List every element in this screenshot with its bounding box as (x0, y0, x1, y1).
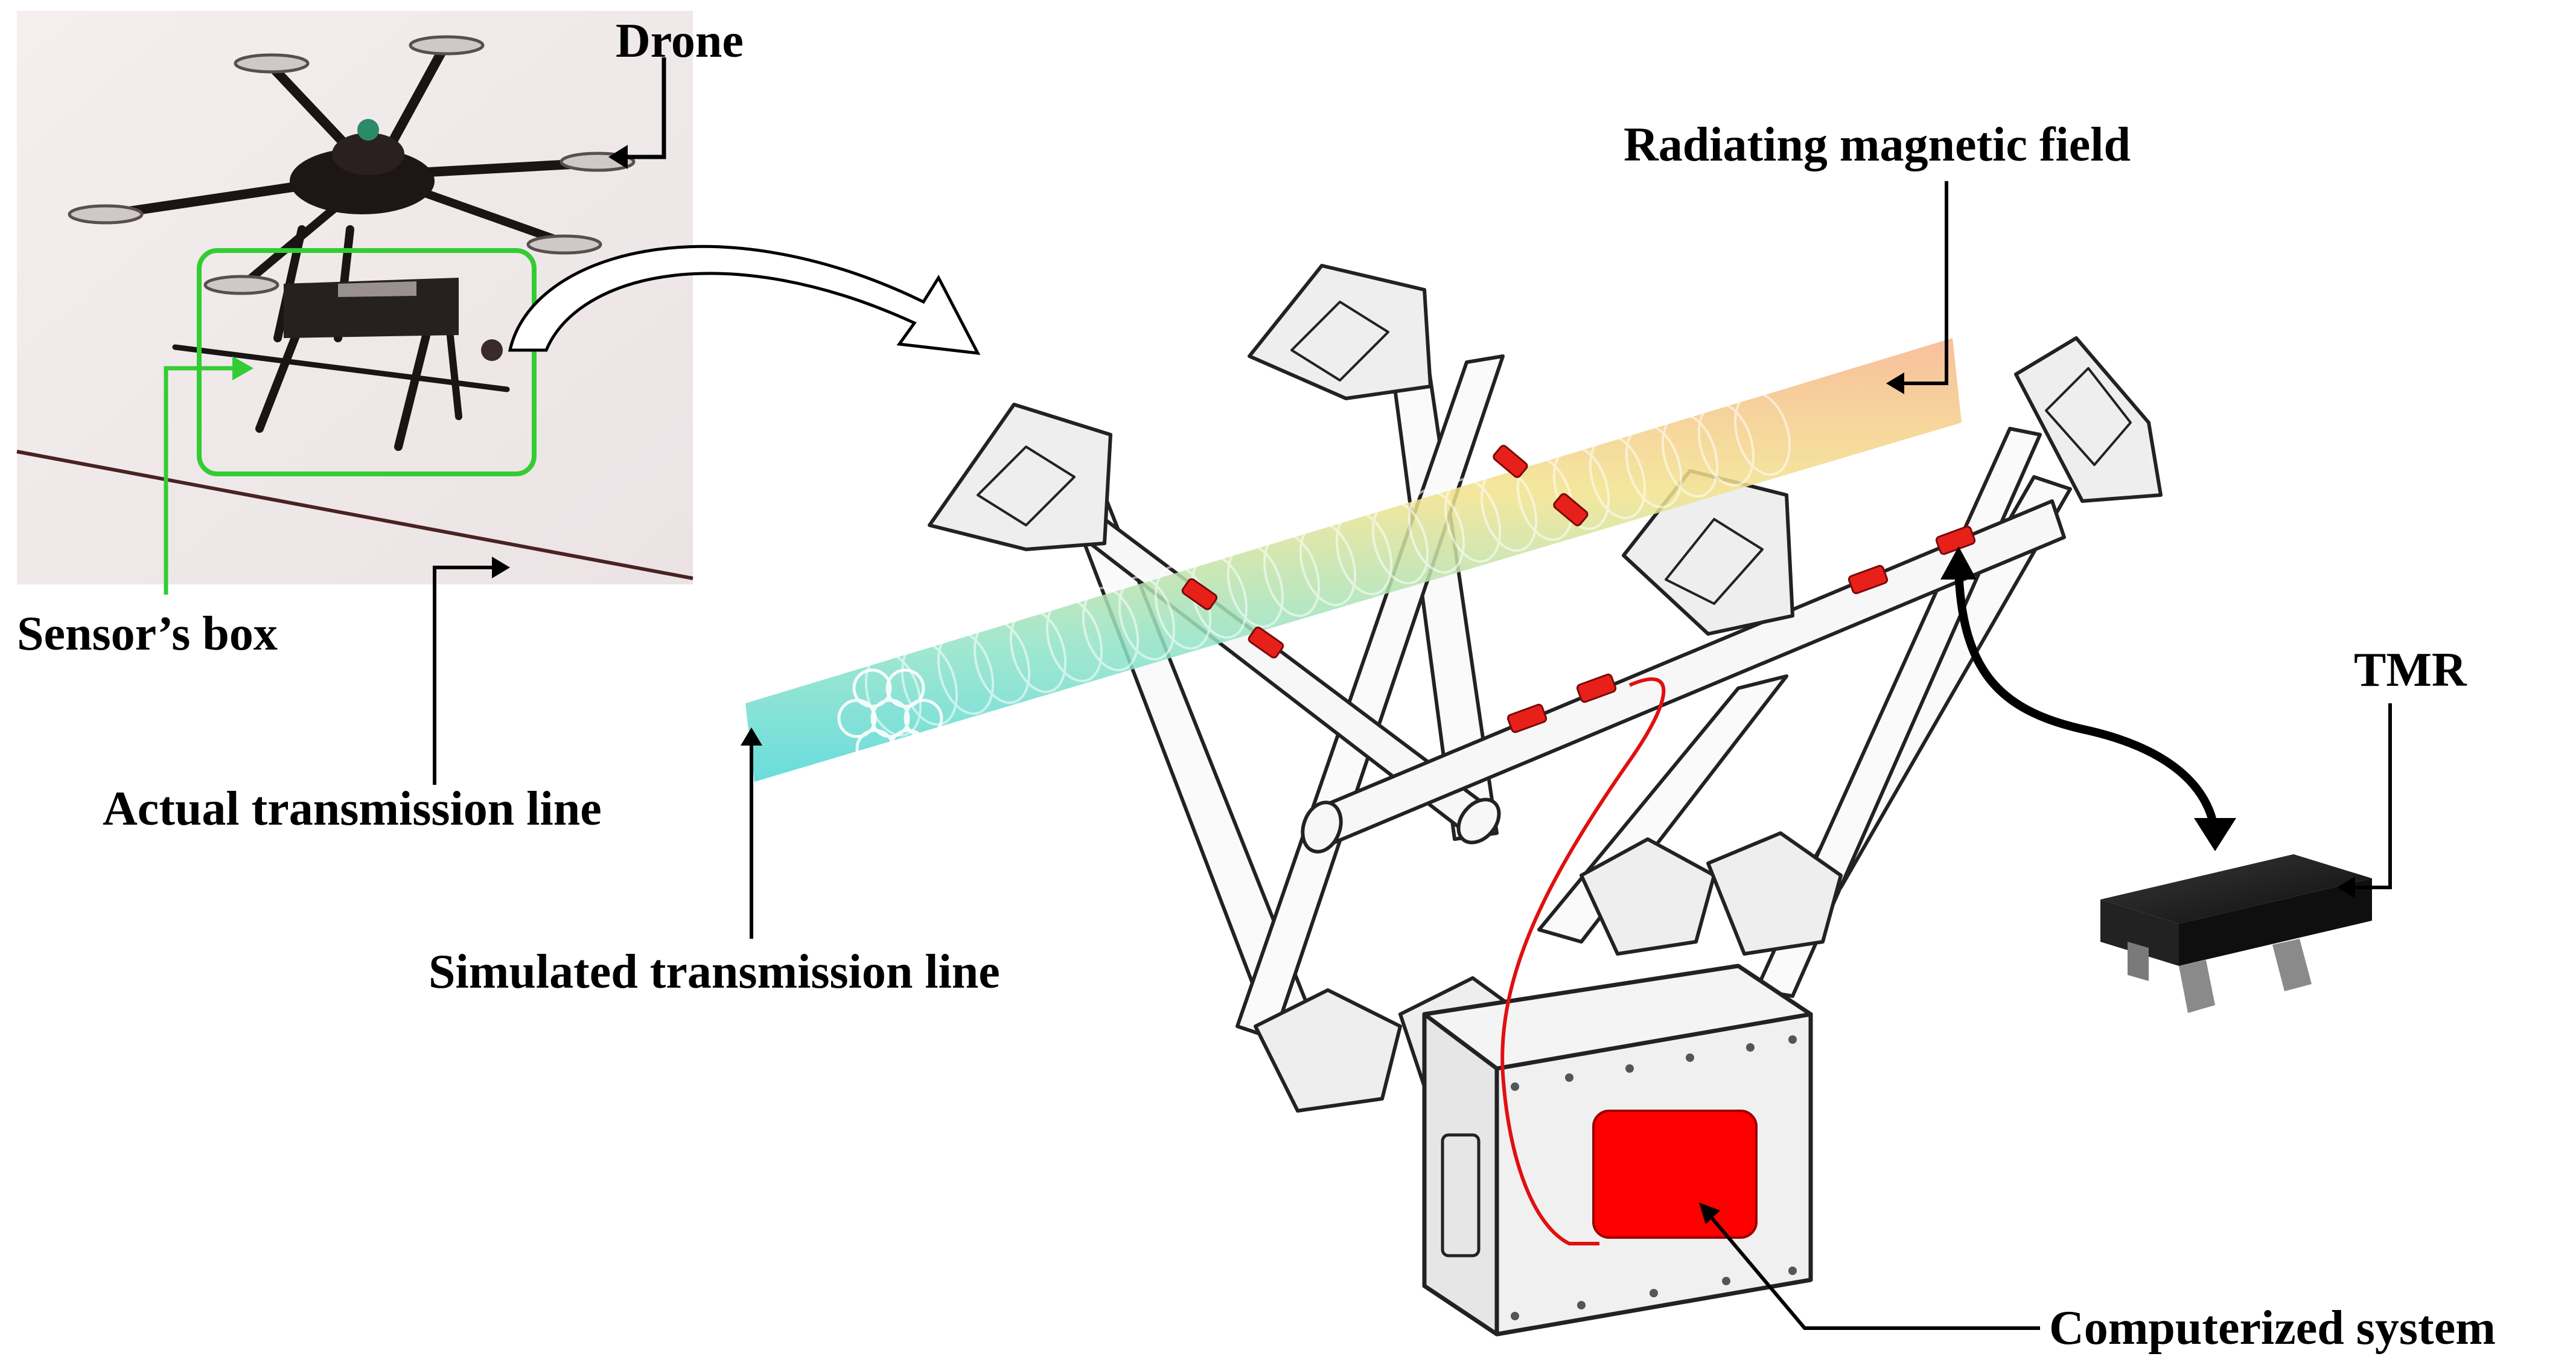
tmr-marker (1848, 564, 1889, 595)
drone-body (104, 43, 599, 288)
tmr-zoom-arrowhead-bottom (2194, 818, 2236, 851)
field-arrowhead (1886, 372, 1904, 394)
drone-sensor-box (172, 225, 510, 451)
tmr-label: TMR (2354, 644, 2467, 697)
tmr-arrowhead (2337, 877, 2355, 898)
drone-pointer-arrow (622, 57, 666, 159)
sensors-box-highlight (197, 248, 537, 476)
tmr-sensor-markers (1181, 444, 1976, 733)
tmr-zoom-arrow (1954, 567, 2219, 834)
sensors-box-arrowhead (232, 356, 253, 380)
sensors-box-pointer-arrow (164, 366, 241, 595)
tmr-marker (1493, 444, 1528, 478)
simulated-line-arrowhead (741, 727, 762, 746)
field-pointer-arrow (1901, 181, 1948, 385)
computer-pointer-arrow (1706, 1212, 2040, 1330)
tmr-pointer-arrow (2351, 703, 2392, 889)
actual-line-label: Actual transmission line (103, 782, 602, 836)
actual-line-arrowhead (492, 557, 510, 578)
magnetic-field-label: Radiating magnetic field (1624, 118, 2131, 171)
actual-line-pointer-arrow (433, 566, 495, 785)
drone-arrowhead (608, 145, 628, 169)
tmr-chip (2100, 854, 2372, 1013)
tmr-marker (1506, 703, 1548, 733)
tmr-marker (1576, 673, 1617, 703)
tmr-marker (1553, 493, 1589, 526)
computerized-system-label: Computerized system (2049, 1302, 2496, 1355)
conductor-bundle (837, 668, 943, 769)
sensors-box-label: Sensor’s box (17, 607, 278, 660)
drone-label: Drone (616, 14, 744, 68)
computer-arrowhead (1699, 1203, 1720, 1224)
tmr-zoom-arrowhead-top (1940, 546, 1977, 580)
simulated-line-label: Simulated transmission line (429, 945, 1000, 999)
zoom-transfer-arrow (508, 245, 981, 356)
sensor-cable (1500, 677, 1666, 1245)
tmr-marker (1181, 578, 1218, 610)
simulated-transmission-line (745, 338, 1962, 782)
actual-line-wire (16, 450, 693, 580)
computerized-system-panel (1592, 1110, 1758, 1239)
tmr-marker (1248, 626, 1284, 659)
sensor-mount-frame (928, 264, 2163, 1337)
